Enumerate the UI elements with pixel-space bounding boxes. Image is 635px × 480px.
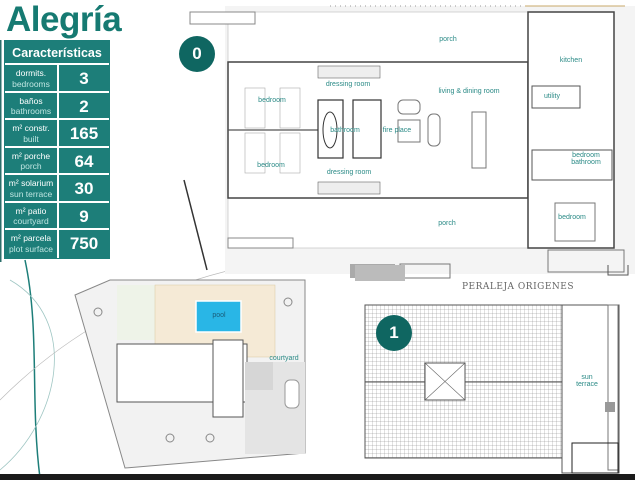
first-floor-plan bbox=[355, 265, 629, 474]
room-label-porch-top: porch bbox=[439, 36, 457, 43]
room-label-bedroom-1: bedroom bbox=[258, 97, 286, 104]
room-label-bathroom: bathroom bbox=[330, 127, 360, 134]
room-label-utility: utility bbox=[544, 93, 560, 100]
site-plan bbox=[74, 279, 306, 469]
spec-label: dormits.bedrooms bbox=[5, 65, 59, 91]
spec-value: 30 bbox=[74, 179, 94, 198]
level-0-badge: 0 bbox=[179, 36, 215, 72]
spec-label-en: built bbox=[23, 133, 39, 144]
spec-row: dormits.bedrooms 3 bbox=[5, 65, 109, 93]
site-label-courtyard: courtyard bbox=[269, 355, 299, 362]
room-label-kitchen: kitchen bbox=[559, 57, 583, 64]
table-header: Características bbox=[5, 41, 109, 65]
spec-label: m² constr.built bbox=[5, 120, 59, 146]
spec-label-en: sun terrace bbox=[9, 188, 53, 199]
room-label-bedroom-bath: bedroom bathroom bbox=[571, 152, 601, 166]
spec-label-es: m² porche bbox=[11, 150, 51, 161]
spec-value: 3 bbox=[79, 69, 89, 88]
spec-value: 750 bbox=[69, 234, 99, 253]
spec-label-es: m² solarium bbox=[8, 178, 54, 188]
room-label-dressing-top: dressing room bbox=[325, 81, 371, 88]
spec-label-en: courtyard bbox=[13, 216, 49, 226]
spec-label-es: m² parcela bbox=[10, 233, 52, 243]
bottom-bar bbox=[0, 474, 635, 480]
room-label-fireplace: fire place bbox=[382, 127, 412, 134]
room-label-dressing-bottom: dressing room bbox=[326, 169, 372, 176]
room-label-bedroom-3: bedroom bbox=[558, 214, 586, 221]
page-title: Alegría bbox=[6, 0, 122, 39]
room-label-porch-bottom: porch bbox=[438, 220, 456, 227]
spec-label-es: m² constr. bbox=[12, 123, 50, 133]
spec-value: 64 bbox=[74, 151, 94, 171]
spec-label-es: m² patio bbox=[15, 205, 47, 216]
spec-value: 165 bbox=[69, 124, 99, 143]
spec-value: 2 bbox=[79, 96, 89, 116]
spec-row: m² constr.built 165 bbox=[5, 120, 109, 148]
spec-label-en: bedrooms bbox=[12, 78, 50, 89]
spec-label-en: plot surface bbox=[9, 243, 53, 254]
room-label-sun-terrace: sun terrace bbox=[576, 374, 598, 388]
site-label-pool: pool bbox=[212, 312, 226, 319]
room-label-living: living & dining room bbox=[438, 88, 500, 95]
brand-logo-text: PERALEJA ORIGENES bbox=[462, 282, 574, 292]
spec-label-en: bathrooms bbox=[10, 106, 52, 116]
ground-floor-plan bbox=[189, 5, 635, 279]
level-1-badge: 1 bbox=[376, 315, 412, 351]
room-label-bedroom-2: bedroom bbox=[257, 162, 285, 169]
spec-label-en: porch bbox=[20, 161, 42, 171]
spec-label-es: dormits. bbox=[15, 68, 47, 78]
spec-label-es: baños bbox=[19, 95, 43, 106]
spec-value: 9 bbox=[79, 206, 89, 226]
